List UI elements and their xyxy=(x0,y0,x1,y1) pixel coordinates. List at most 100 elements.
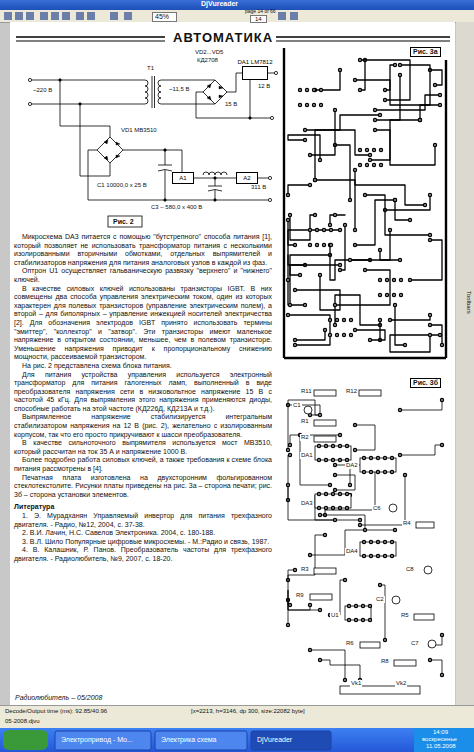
voltage-label: 311 В xyxy=(250,184,267,191)
pad-hole xyxy=(334,109,336,111)
pad xyxy=(348,258,352,262)
pad xyxy=(333,323,337,327)
capacitor-c3 xyxy=(208,178,222,200)
component-label: C7 xyxy=(410,640,420,647)
pad-hole xyxy=(350,334,352,336)
pad-hole xyxy=(429,659,431,661)
pad-hole xyxy=(323,244,325,246)
pad-hole xyxy=(324,534,326,536)
pad-hole xyxy=(404,474,406,476)
pad-hole xyxy=(394,304,396,306)
pad xyxy=(423,203,427,207)
pad-hole xyxy=(346,459,348,461)
pad xyxy=(403,343,407,347)
pad-hole xyxy=(334,519,336,521)
pad xyxy=(338,263,342,267)
resistor-outline xyxy=(359,390,381,396)
pad-hole xyxy=(359,519,361,521)
pad-hole xyxy=(287,194,289,196)
pad-hole xyxy=(369,339,371,341)
pad-hole xyxy=(349,484,351,486)
pad xyxy=(438,93,442,97)
rectifier-input-wire xyxy=(60,80,110,176)
pad xyxy=(418,118,422,122)
page-input: 14 xyxy=(250,15,267,23)
pad xyxy=(428,193,432,197)
pad-hole xyxy=(429,239,431,241)
capacitor-outline xyxy=(392,596,400,604)
copper-trace xyxy=(355,425,375,450)
pad-hole xyxy=(399,454,401,456)
pad-hole xyxy=(304,304,306,306)
page-heading: АВТОМАТИКА xyxy=(172,31,274,46)
pad-hole xyxy=(380,149,382,151)
pad xyxy=(368,338,372,342)
transformer-primary xyxy=(145,80,148,104)
pad-hole xyxy=(384,639,386,641)
pad xyxy=(428,233,432,237)
pad-hole xyxy=(324,329,326,331)
pad-hole xyxy=(318,507,320,509)
pad-hole xyxy=(366,149,368,151)
copper-trace xyxy=(295,330,325,340)
pad xyxy=(288,213,292,217)
pcb-print-side xyxy=(284,48,446,358)
copper-trace xyxy=(430,325,442,345)
module-box: A2 xyxy=(236,172,258,184)
pad xyxy=(388,228,392,232)
pad-hole xyxy=(349,199,351,201)
pad-hole xyxy=(384,99,386,101)
pad-hole xyxy=(377,457,379,459)
pad xyxy=(318,413,322,417)
pad-hole xyxy=(359,524,361,526)
clock: воскресенье xyxy=(421,736,458,743)
copper-trace xyxy=(430,70,442,85)
pad xyxy=(333,473,337,477)
pad-hole xyxy=(363,541,365,543)
pad-hole xyxy=(369,159,371,161)
pad xyxy=(358,523,362,527)
copper-trace xyxy=(290,435,340,445)
pad-hole xyxy=(391,471,393,473)
component-label: R4 xyxy=(402,520,412,527)
pad xyxy=(373,128,377,132)
article-text: Микросхема DA3 питается с помощью "бутст… xyxy=(14,233,272,564)
pad xyxy=(335,333,339,337)
pad-hole xyxy=(325,493,327,495)
pad-hole xyxy=(355,619,357,621)
pad xyxy=(286,448,290,452)
inductor-symbol xyxy=(203,172,227,175)
pad xyxy=(331,506,335,510)
pad xyxy=(428,658,432,662)
pad xyxy=(293,343,297,347)
pad xyxy=(383,638,387,642)
part-label: КД2708 xyxy=(196,57,219,64)
copper-trace xyxy=(410,240,442,280)
copper-trace xyxy=(335,295,380,325)
resistor-outline xyxy=(314,390,336,396)
pad-hole xyxy=(309,554,311,556)
pad xyxy=(378,318,382,322)
pad xyxy=(390,470,394,474)
component-label: DA2 xyxy=(345,462,359,469)
pad-hole xyxy=(379,249,381,251)
pad-hole xyxy=(332,507,334,509)
pad-hole xyxy=(409,279,411,281)
pad-hole xyxy=(354,79,356,81)
regulator-chip: DA1 LM7812 xyxy=(242,66,268,80)
pad xyxy=(329,243,333,247)
pad-hole xyxy=(319,414,321,416)
pad xyxy=(378,113,382,117)
pad-hole xyxy=(309,649,311,651)
pad-hole xyxy=(441,634,443,636)
pad xyxy=(378,278,382,282)
pad-hole xyxy=(354,424,356,426)
pad xyxy=(328,483,332,487)
pad-hole xyxy=(429,324,431,326)
pad xyxy=(365,148,369,152)
pad-hole xyxy=(334,474,336,476)
paragraph: 2. В.И. Лачин, Н.С. Савелов Электроника.… xyxy=(14,529,272,538)
pad-hole xyxy=(391,541,393,543)
pad xyxy=(358,88,362,92)
pad xyxy=(362,470,366,474)
